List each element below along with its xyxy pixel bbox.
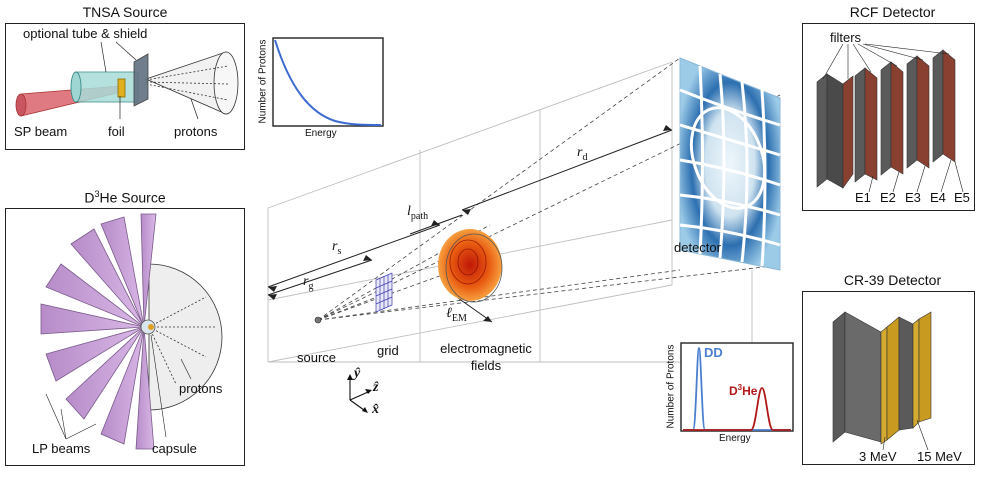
spectrum-top-ylabel: Number of Protons bbox=[257, 39, 269, 124]
rcf-title: RCF Detector bbox=[849, 4, 936, 20]
spectrum-top: Number of Protons Energy bbox=[255, 28, 385, 148]
source-label: source bbox=[297, 350, 337, 365]
lem-label: ℓEM bbox=[446, 306, 467, 324]
rcf-energy-e1: E1 bbox=[855, 190, 871, 205]
d3he-protons-label: protons bbox=[179, 381, 223, 396]
rcf-energy-e3: E3 bbox=[905, 190, 921, 205]
tnsa-beam-label: SP beam bbox=[14, 124, 68, 139]
grid-mesh bbox=[375, 272, 393, 313]
cr39-stack bbox=[832, 311, 932, 451]
tnsa-tube-label: optional tube & shield bbox=[23, 26, 148, 41]
tnsa-foil-label: foil bbox=[108, 124, 125, 139]
d3he-capsule-label: capsule bbox=[152, 441, 197, 456]
rd-label: rd bbox=[577, 145, 588, 163]
rg-label: rg bbox=[303, 274, 314, 292]
d3he-beams-label: LP beams bbox=[32, 441, 91, 456]
rcf-stack bbox=[816, 43, 964, 193]
spectrum-bottom: Number of Protons Energy DD D3He bbox=[663, 333, 798, 448]
rcf-energy-e4: E4 bbox=[930, 190, 946, 205]
cr39-panel: 3 MeV 15 MeV bbox=[802, 291, 975, 465]
lpath-label: lpath bbox=[407, 204, 429, 222]
cr39-title: CR-39 Detector bbox=[843, 272, 942, 288]
grid-label: grid bbox=[377, 343, 399, 358]
tnsa-protons-label: protons bbox=[174, 124, 218, 139]
detector-label: detector bbox=[674, 240, 721, 255]
rcf-energy-e5: E5 bbox=[954, 190, 970, 205]
spectrum-top-xlabel: Energy bbox=[305, 128, 337, 139]
tnsa-illustration bbox=[15, 41, 239, 120]
spectrum-bottom-xlabel: Energy bbox=[719, 433, 751, 444]
spectrum-bottom-ylabel: Number of Protons bbox=[665, 344, 677, 429]
rs-label: rs bbox=[332, 239, 342, 257]
tnsa-title: TNSA Source bbox=[82, 4, 168, 20]
rcf-energy-e2: E2 bbox=[880, 190, 896, 205]
cr39-energy-low: 3 MeV bbox=[859, 449, 897, 464]
axis-z-label: ẑ bbox=[373, 380, 379, 395]
d3he-title: D3He Source bbox=[84, 189, 166, 206]
spectrum-bottom-plot bbox=[680, 342, 794, 432]
axis-y-label: ŷ bbox=[354, 366, 361, 381]
d3he-panel: protons LP beams capsule bbox=[5, 208, 245, 466]
d3he-illustration bbox=[40, 213, 223, 450]
detector-plate bbox=[679, 57, 781, 271]
rcf-panel: filters E1 E2 E3 E4 E5 bbox=[802, 23, 975, 211]
fields-label: electromagnetic fields bbox=[440, 341, 532, 373]
source-marker bbox=[314, 316, 322, 324]
tnsa-panel: optional tube & shield SP beam foil prot… bbox=[5, 23, 245, 150]
dd-label: DD bbox=[704, 345, 723, 360]
d3he-spectrum-label: D3He bbox=[729, 383, 758, 398]
cr39-energy-high: 15 MeV bbox=[917, 449, 962, 464]
fields-blob bbox=[438, 229, 502, 301]
axis-x-label: x̂ bbox=[372, 402, 379, 417]
rcf-filters-label: filters bbox=[830, 30, 862, 45]
